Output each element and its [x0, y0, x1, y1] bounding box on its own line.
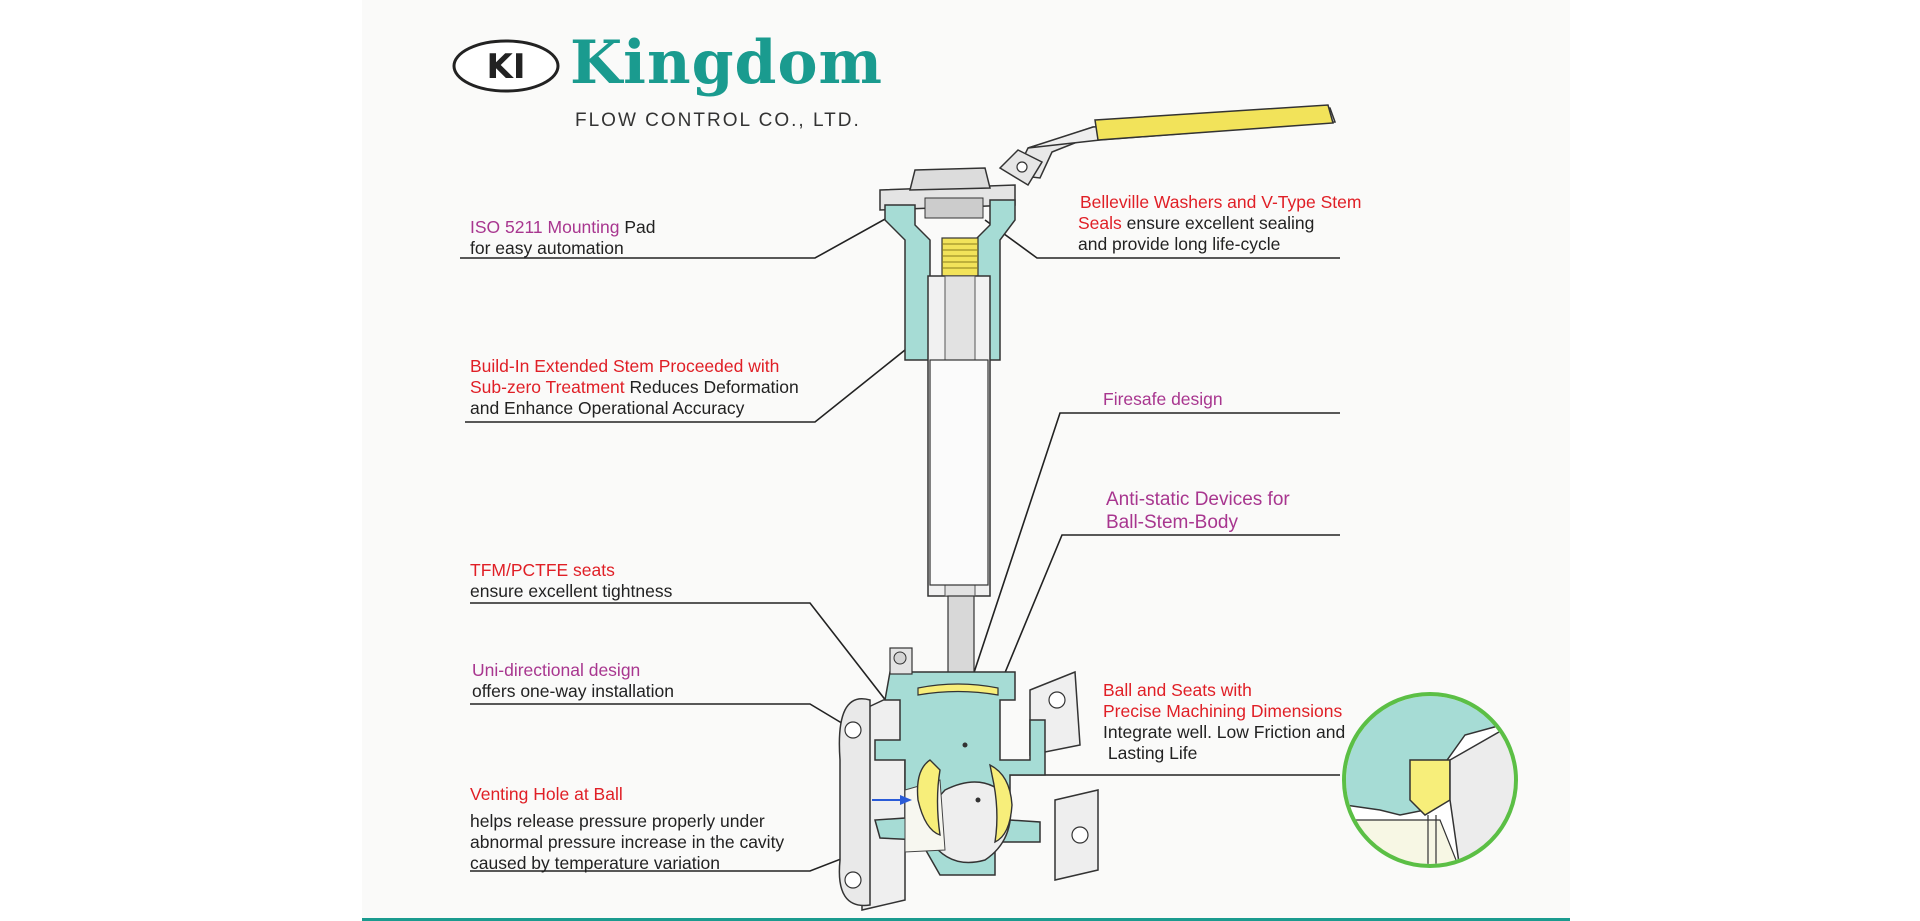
- firesafe-highlight: Firesafe design: [1103, 389, 1223, 409]
- venting-highlight: Venting Hole at Ball: [470, 784, 623, 804]
- unidirectional-highlight: Uni-directional design: [472, 660, 641, 680]
- brand-subtitle: FLOW CONTROL CO., LTD.: [575, 110, 861, 131]
- ballseats-line4: Lasting Life: [1103, 743, 1198, 763]
- callout-iso-mounting: ISO 5211 Mounting Pad for easy automatio…: [470, 217, 656, 259]
- valve-body: [872, 647, 1046, 876]
- callout-venting: Venting Hole at Ball helps release press…: [470, 784, 784, 874]
- belleville-line3: and provide long life-cycle: [1078, 234, 1281, 254]
- extended-stem: [927, 275, 991, 717]
- seats-highlight: TFM/PCTFE seats: [470, 560, 615, 580]
- iso-rest: Pad: [619, 217, 656, 237]
- stem-line2-rest: Reduces Deformation: [624, 377, 799, 397]
- iso-line2: for easy automation: [470, 238, 624, 258]
- logo-ellipse-icon: KI: [452, 39, 560, 93]
- handle-lever: [998, 104, 1337, 187]
- logo: KI: [451, 38, 561, 99]
- zoom-detail: [1346, 696, 1514, 864]
- leader-firesafe: [949, 412, 1340, 746]
- belleville-line2-highlight: Seals: [1078, 213, 1122, 233]
- ballseats-line2: Precise Machining Dimensions: [1103, 701, 1343, 721]
- belleville-line1: Belleville Washers and V-Type Stem: [1080, 192, 1362, 212]
- callout-antistatic: Anti-static Devices for Ball-Stem-Body: [1106, 488, 1290, 534]
- callout-ball-seats: Ball and Seats with Precise Machining Di…: [1103, 680, 1345, 764]
- stem-line2-highlight: Sub-zero Treatment: [470, 377, 625, 397]
- stem-line1: Build-In Extended Stem Proceeded with: [470, 356, 780, 376]
- logo-mark: KI: [487, 47, 526, 87]
- ballseats-line1: Ball and Seats with: [1103, 680, 1252, 700]
- callout-seats: TFM/PCTFE seats ensure excellent tightne…: [470, 560, 672, 602]
- callout-extended-stem: Build-In Extended Stem Proceeded with Su…: [470, 356, 799, 419]
- seats-line2: ensure excellent tightness: [470, 581, 673, 601]
- bonnet-top: [879, 167, 1016, 361]
- zoom-ring: [1342, 692, 1518, 868]
- leader-stem: [465, 317, 946, 423]
- ballseats-line3: Integrate well. Low Friction and: [1103, 722, 1346, 742]
- bottom-rule: [362, 918, 1570, 921]
- leader-iso: [460, 207, 906, 259]
- venting-line4: caused by temperature variation: [470, 853, 720, 873]
- callout-unidirectional: Uni-directional design offers one-way in…: [472, 660, 674, 702]
- callout-belleville: Belleville Washers and V-Type Stem Seals…: [1078, 192, 1361, 255]
- iso-highlight: ISO 5211 Mounting: [470, 217, 620, 237]
- brand-name: Kingdom: [570, 28, 883, 98]
- antistatic-line2: Ball-Stem-Body: [1106, 512, 1238, 533]
- callout-firesafe: Firesafe design: [1103, 389, 1223, 410]
- antistatic-line1: Anti-static Devices for: [1106, 489, 1290, 510]
- stem-line3: and Enhance Operational Accuracy: [470, 398, 745, 418]
- venting-line2: helps release pressure properly under: [470, 811, 765, 831]
- venting-line3: abnormal pressure increase in the cavity: [470, 832, 785, 852]
- unidirectional-line2: offers one-way installation: [472, 681, 675, 701]
- belleville-line2-rest: ensure excellent sealing: [1121, 213, 1315, 233]
